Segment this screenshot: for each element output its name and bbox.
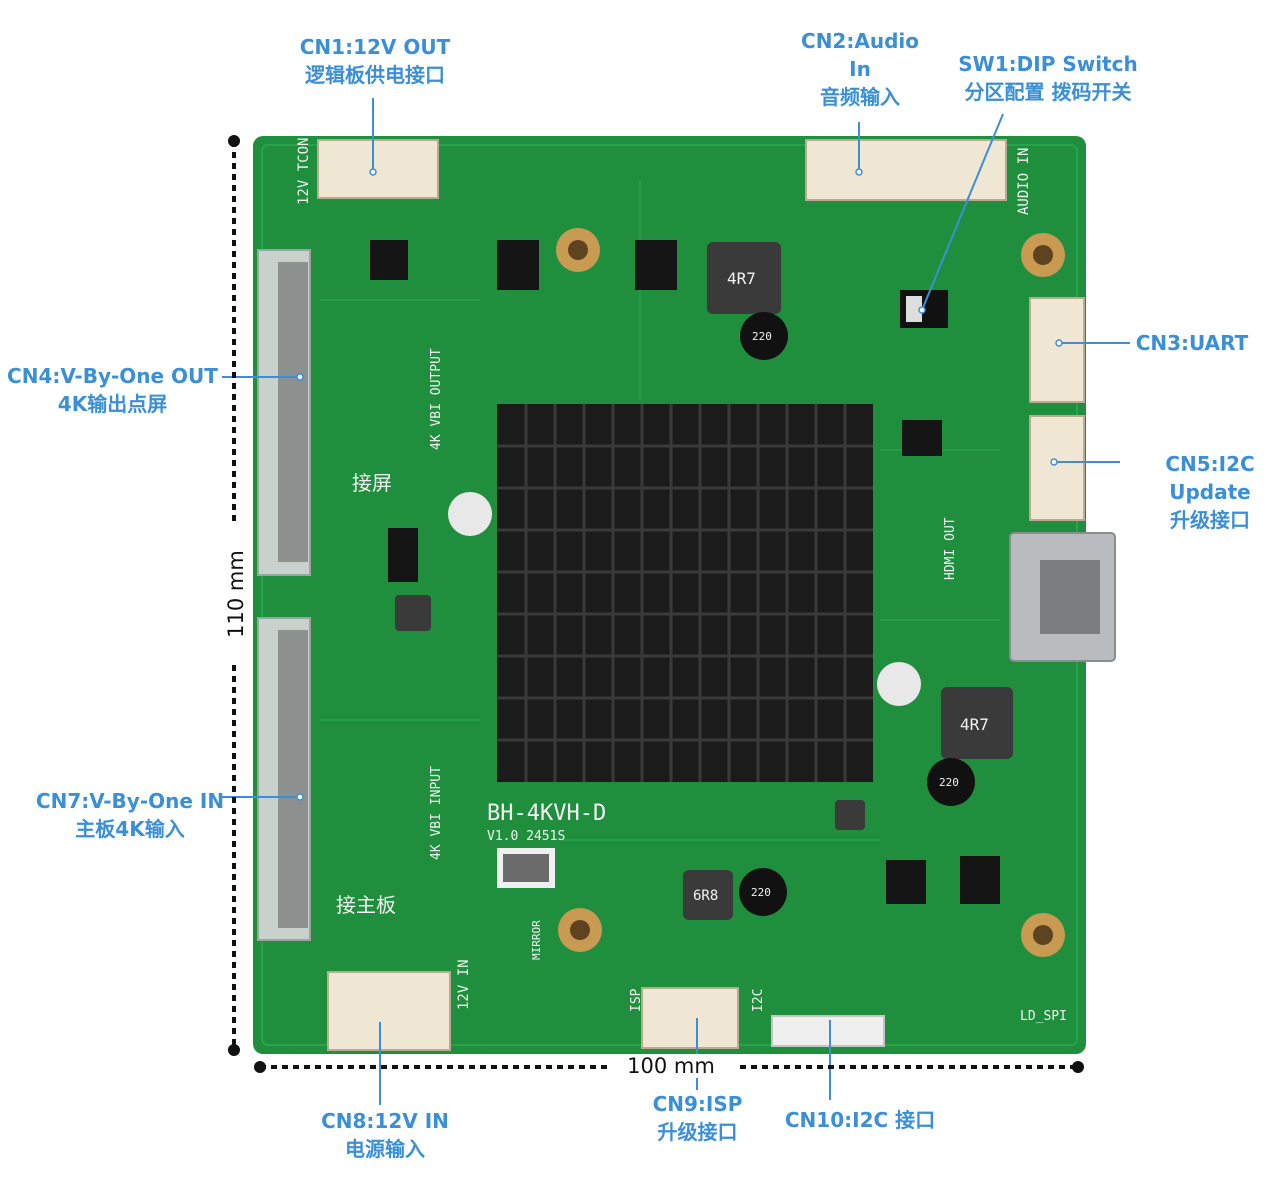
silk-vbi-out: 4K VBI OUTPUT (429, 348, 444, 450)
height-dimension: 110 mm (224, 549, 248, 639)
silk-mirror: MIRROR (530, 920, 543, 960)
silk-12v-in: 12V IN (456, 959, 472, 1010)
label-cn4: CN4:V-By-One OUT 4K输出点屏 (7, 364, 218, 416)
cn5-connector (1029, 415, 1085, 521)
silk-vbi-in: 4K VBI INPUT (429, 766, 444, 860)
silk-inductor-3: 6R8 (693, 888, 718, 904)
silk-board-name: BH-4KVH-D (487, 801, 606, 826)
cn2-connector (805, 139, 1007, 201)
cn9-connector (641, 987, 739, 1049)
silk-isp: ISP (629, 988, 644, 1012)
label-cn5: CN5:I2C Update 升级接口 (1165, 452, 1255, 532)
silk-inductor-1: 4R7 (727, 269, 756, 288)
silk-cap-3: 220 (751, 886, 771, 899)
label-cn1: CN1:12V OUT 逻辑板供电接口 (299, 35, 451, 87)
cn1-connector (317, 139, 439, 199)
silk-i2c: I2C (751, 989, 766, 1012)
label-cn3: CN3:UART (1135, 331, 1249, 355)
silk-cap-1: 220 (752, 330, 772, 343)
cn10-connector (771, 1015, 885, 1047)
heatsink-fins (497, 404, 873, 782)
silk-hdmi-out: HDMI OUT (943, 517, 958, 580)
silk-screen: 接屏 (352, 471, 392, 495)
label-cn8: CN8:12V IN 电源输入 (321, 1109, 449, 1161)
label-cn7: CN7:V-By-One IN 主板4K输入 (35, 789, 225, 841)
mounting-holes (556, 228, 1065, 957)
label-cn10: CN10:I2C 接口 (784, 1108, 936, 1132)
cn3-connector (1029, 297, 1085, 403)
heatsink (497, 404, 873, 782)
silk-mainboard: 接主板 (336, 893, 396, 917)
label-cn2: CN2:Audio In 音频输入 (801, 29, 919, 109)
silk-version: V1.0 2451S (487, 829, 565, 844)
cn8-connector (327, 971, 451, 1051)
width-dimension: 100 mm (616, 1054, 726, 1078)
silk-ld-spi: LD_SPI (1020, 1009, 1067, 1024)
label-sw1: SW1:DIP Switch 分区配置 拨码开关 (958, 52, 1138, 104)
silk-cap-2: 220 (939, 776, 959, 789)
silk-tcon: 12V TCON (296, 138, 312, 205)
silk-inductor-2: 4R7 (960, 715, 989, 734)
label-cn9: CN9:ISP 升级接口 (652, 1092, 743, 1144)
silk-audio-in: AUDIO IN (1016, 148, 1032, 215)
